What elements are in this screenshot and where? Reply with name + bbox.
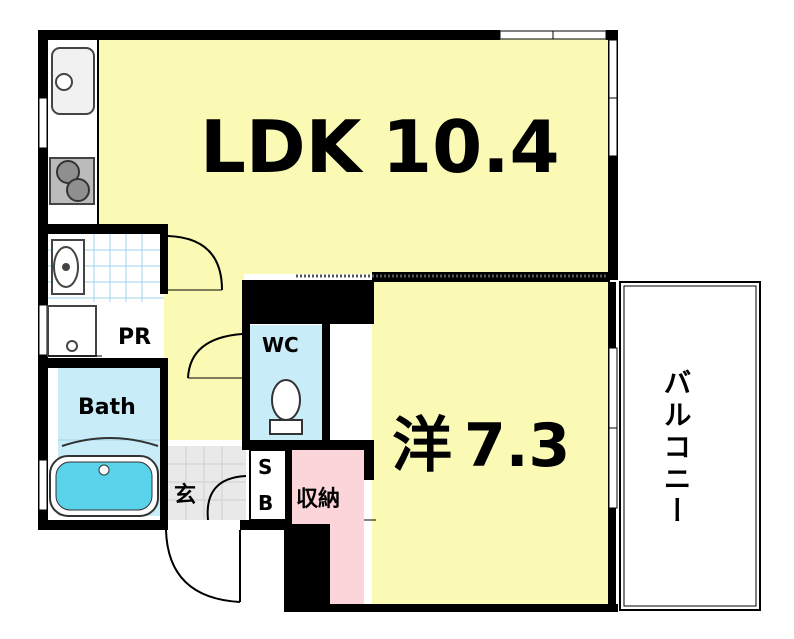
shoe-box-label-top: S bbox=[258, 455, 272, 479]
bath-label: Bath bbox=[78, 395, 136, 420]
western-room-label: 洋 bbox=[392, 411, 452, 481]
pr-label: PR bbox=[118, 325, 151, 350]
wc-label: WC bbox=[262, 333, 299, 357]
balcony-label: バルコニー bbox=[660, 368, 693, 528]
western-room-area bbox=[372, 282, 612, 608]
windows bbox=[38, 30, 618, 511]
washing-machine-icon bbox=[47, 305, 102, 357]
ldk-size-label: 10.4 bbox=[382, 105, 560, 189]
door-swings bbox=[165, 235, 247, 603]
entrance-label: 玄 bbox=[174, 482, 196, 508]
storage-label: 収納 bbox=[296, 486, 340, 512]
ldk-label: LDK bbox=[200, 105, 364, 189]
toilet-icon bbox=[269, 379, 303, 435]
western-room-size-label: 7.3 bbox=[464, 411, 570, 481]
bathtub-icon bbox=[49, 455, 159, 517]
stove-icon bbox=[49, 157, 95, 205]
wash-basin-icon bbox=[51, 239, 85, 295]
kitchen-sink-icon bbox=[51, 47, 95, 115]
bath-tile-edge bbox=[61, 437, 159, 447]
balcony-area bbox=[619, 281, 761, 611]
shoe-box-label-bottom: B bbox=[258, 491, 273, 515]
